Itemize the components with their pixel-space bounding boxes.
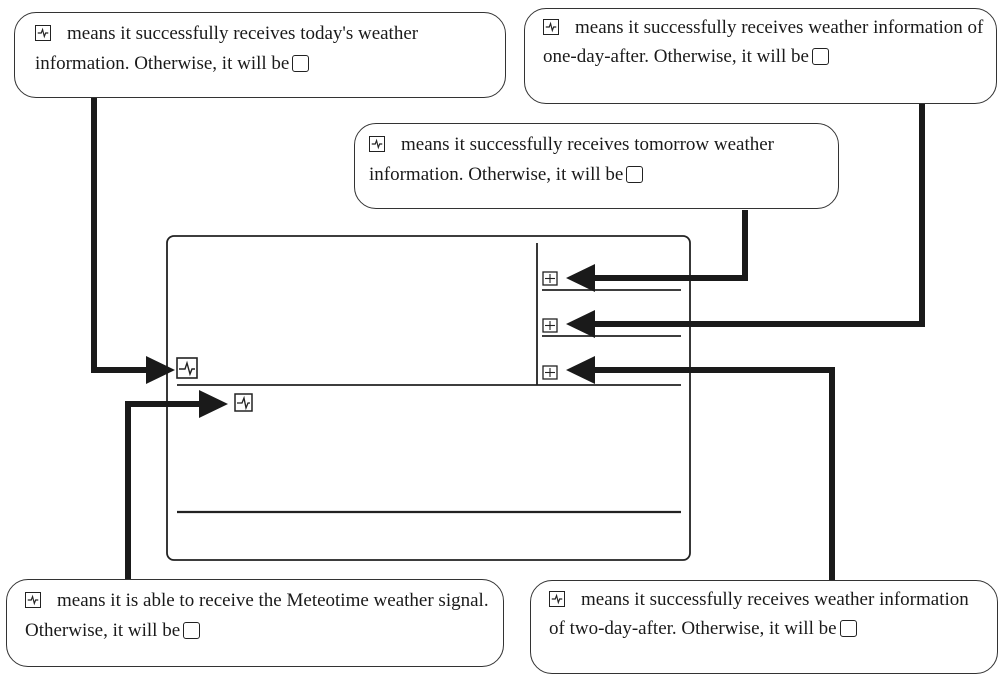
arrowhead-tomorrow	[566, 264, 595, 292]
callout-today-text: means it successfully receives today's w…	[35, 23, 419, 74]
arrow-today	[91, 98, 150, 373]
signal-wave-icon	[35, 25, 51, 41]
arrow-meteotime	[125, 401, 205, 580]
tomorrow-indicator-icon	[542, 271, 558, 286]
callout-today: means it successfully receives today's w…	[14, 12, 506, 98]
callout-tomorrow-text: means it successfully receives tomorrow …	[369, 134, 775, 185]
callout-meteotime: means it is able to receive the Meteotim…	[6, 579, 504, 667]
today-indicator-icon	[176, 357, 198, 379]
empty-box-icon	[839, 620, 857, 637]
two-day-after-indicator-icon	[542, 365, 558, 380]
callout-meteotime-text: means it is able to receive the Meteotim…	[25, 590, 489, 641]
callout-tomorrow: means it successfully receives tomorrow …	[354, 123, 839, 209]
signal-wave-icon	[369, 136, 385, 152]
signal-wave-icon	[25, 592, 41, 608]
arrow-one-day-after	[590, 98, 925, 327]
one-day-after-indicator-icon	[542, 318, 558, 333]
signal-wave-icon	[549, 591, 565, 607]
signal-wave-icon	[543, 19, 559, 35]
callout-one-day-after-text: means it successfully receives weather i…	[543, 17, 984, 67]
empty-box-icon	[292, 55, 310, 72]
meteotime-indicator-icon	[234, 393, 253, 412]
arrowhead-meteotime	[199, 390, 228, 418]
callout-one-day-after: means it successfully receives weather i…	[524, 8, 997, 104]
empty-box-icon	[626, 166, 644, 183]
arrow-tomorrow	[590, 210, 748, 281]
callout-two-day-after-text: means it successfully receives weather i…	[549, 589, 969, 639]
empty-box-icon	[183, 622, 201, 639]
arrowhead-today	[146, 356, 175, 384]
display-panel	[166, 235, 691, 561]
callout-two-day-after: means it successfully receives weather i…	[530, 580, 998, 674]
empty-box-icon	[811, 48, 829, 65]
arrowhead-two-day-after	[566, 356, 595, 384]
arrowhead-one-day-after	[566, 310, 595, 338]
arrow-two-day-after	[590, 367, 835, 582]
